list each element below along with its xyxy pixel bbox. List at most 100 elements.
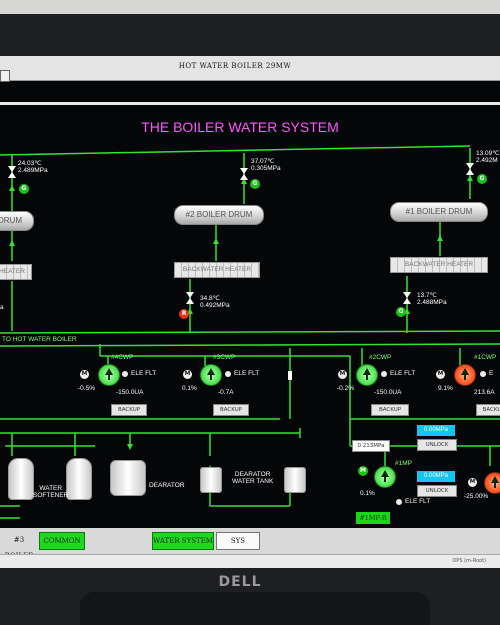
pump-1mp[interactable]: [374, 466, 396, 488]
pump-4cwp[interactable]: [98, 364, 120, 386]
dearator-water-tank-1[interactable]: [200, 467, 222, 493]
boiler-drum-2[interactable]: #2 BOILER DRUM: [174, 205, 264, 225]
motor-badge: M: [358, 466, 368, 476]
section-label: TO HOT WATER BOILER: [2, 336, 77, 343]
motor-icon: M: [338, 370, 347, 379]
pump-name-1cwp: #1CWP: [474, 354, 497, 361]
reading-temp-2: 37.07℃: [251, 158, 275, 165]
pump-name-2cwp: #2CWP: [369, 354, 392, 361]
boiler-drum-1[interactable]: #1 BOILER DRUM: [390, 202, 488, 222]
boiler-drum-3[interactable]: DRUM: [0, 211, 34, 231]
header-divider: [0, 102, 500, 105]
monitor-logo: DELL: [218, 574, 262, 590]
pump-3cwp[interactable]: [200, 364, 222, 386]
fault-indicator: [122, 371, 128, 377]
pump-current: -0.7A: [218, 389, 234, 396]
motor-icon: M: [468, 478, 477, 487]
monitor-stand: [80, 592, 430, 625]
valve-status-badge[interactable]: G: [250, 179, 260, 189]
arrow-up-icon: [491, 476, 499, 488]
motor-icon: M: [80, 370, 89, 379]
mp-fault-label: ELE FLT: [405, 498, 431, 505]
window-menu-button[interactable]: [0, 70, 10, 82]
status-text: OPS (m-Root): [452, 558, 486, 564]
fault-label: E: [489, 370, 494, 377]
motor-icon: M: [183, 370, 192, 379]
tab-water-system[interactable]: WATER SYSTEM: [152, 532, 214, 550]
pressure-readout: 0.213MPa: [352, 440, 390, 452]
bottom-tab-bar: #3 BOILER COMMON WATER SYSTEM SYS: [0, 528, 500, 560]
backwater-heater-3[interactable]: HEATER: [0, 264, 32, 280]
fault-indicator: [225, 371, 231, 377]
pump-percent: 9.1%: [438, 385, 453, 392]
reading-temp-3: 13.09℃: [476, 150, 500, 157]
pump-name-3cwp: #3CWP: [213, 354, 236, 361]
pump-1cwp[interactable]: [454, 364, 476, 386]
valve-status-badge[interactable]: G: [396, 307, 406, 317]
backup-button-4cwp[interactable]: BACKUP: [111, 404, 147, 416]
valve-status-badge[interactable]: R: [179, 309, 189, 319]
arrow-up-icon: [207, 368, 215, 380]
fault-label: ELE FLT: [131, 370, 157, 377]
pipe-network: [0, 145, 500, 519]
page-title: THE BOILER WATER SYSTEM: [141, 119, 339, 135]
mp2-percent: -25.00%: [464, 493, 489, 500]
heater-pressure-2: 0.492MPa: [200, 302, 230, 309]
arrow-up-icon: [363, 368, 371, 380]
backup-button-3cwp[interactable]: BACKUP: [213, 404, 249, 416]
pump-current: -150.0UA: [116, 389, 144, 396]
dearator-label: DEARATOR: [149, 482, 185, 489]
pump-percent: -0.5%: [78, 385, 95, 392]
arrow-up-icon: [381, 470, 389, 482]
pump-percent: 0.1%: [182, 385, 197, 392]
mp-run-button[interactable]: #1MP-R: [356, 512, 390, 524]
tab-common[interactable]: COMMON: [39, 532, 85, 550]
left-edge-label: a: [0, 304, 4, 311]
fault-indicator: [381, 371, 387, 377]
reading-temp-1: 24.03℃: [18, 160, 42, 167]
reading-pressure-3: 2.492M: [476, 157, 498, 164]
fault-indicator: [396, 499, 402, 505]
pump-2mp[interactable]: [484, 472, 500, 494]
softener-tank-1[interactable]: [8, 458, 34, 500]
reading-pressure-2: 0.305MPa: [251, 165, 281, 172]
motor-icon: M: [436, 370, 445, 379]
arrow-up-icon: [461, 368, 469, 380]
pressure-display: 0.00MPa: [417, 425, 455, 436]
fault-label: ELE FLT: [390, 370, 416, 377]
pump-name-1mp: #1MP: [395, 460, 412, 467]
mp-percent: 0.1%: [360, 490, 375, 497]
fault-indicator: [480, 371, 486, 377]
valve-status-badge[interactable]: G: [477, 174, 487, 184]
arrow-up-icon: [105, 368, 113, 380]
backup-button-2cwp[interactable]: BACKUP: [371, 404, 409, 416]
pressure-display: 0.00MPa: [417, 471, 455, 482]
dearator-water-tank-2[interactable]: [284, 467, 306, 493]
softener-tank-2[interactable]: [66, 458, 92, 500]
dearator-tank-label: DEARATOR WATER TANK: [232, 471, 274, 485]
heater-pressure-1: 2.488MPa: [417, 299, 447, 306]
heater-temp-1: 13.7℃: [417, 292, 437, 299]
backwater-heater-2[interactable]: BACKWATER HEATER: [174, 262, 260, 278]
backwater-heater-1[interactable]: BACKWATER HEATER: [390, 257, 488, 273]
window-titlebar: HOT WATER BOILER 29MW: [0, 56, 500, 82]
fault-label: ELE FLT: [234, 370, 260, 377]
pump-2cwp[interactable]: [356, 364, 378, 386]
pump-current: 213.6A: [474, 389, 495, 396]
pump-name-4cwp: #4CWP: [111, 354, 134, 361]
status-bar: OPS (m-Root): [0, 554, 500, 568]
pump-percent: -0.2%: [337, 385, 354, 392]
hmi-screen: HOT WATER BOILER 29MW THE BOILER WATER S…: [0, 56, 500, 568]
pump-current: -150.0UA: [374, 389, 402, 396]
unlock-button[interactable]: UNLOCK: [417, 439, 457, 451]
valve-status-badge[interactable]: G: [19, 184, 29, 194]
window-title: HOT WATER BOILER 29MW: [178, 62, 292, 70]
heater-temp-2: 34.8℃: [200, 295, 220, 302]
dearator-vessel[interactable]: [110, 460, 146, 496]
tab-3-boiler[interactable]: #3 BOILER: [5, 536, 34, 560]
unlock-button[interactable]: UNLOCK: [417, 485, 457, 497]
reading-pressure-1: 2.489MPa: [18, 167, 48, 174]
softener-label: WATER SOFTENER: [33, 485, 69, 499]
tab-sys[interactable]: SYS: [216, 532, 260, 550]
backup-button-1cwp[interactable]: BACKU: [476, 404, 500, 416]
